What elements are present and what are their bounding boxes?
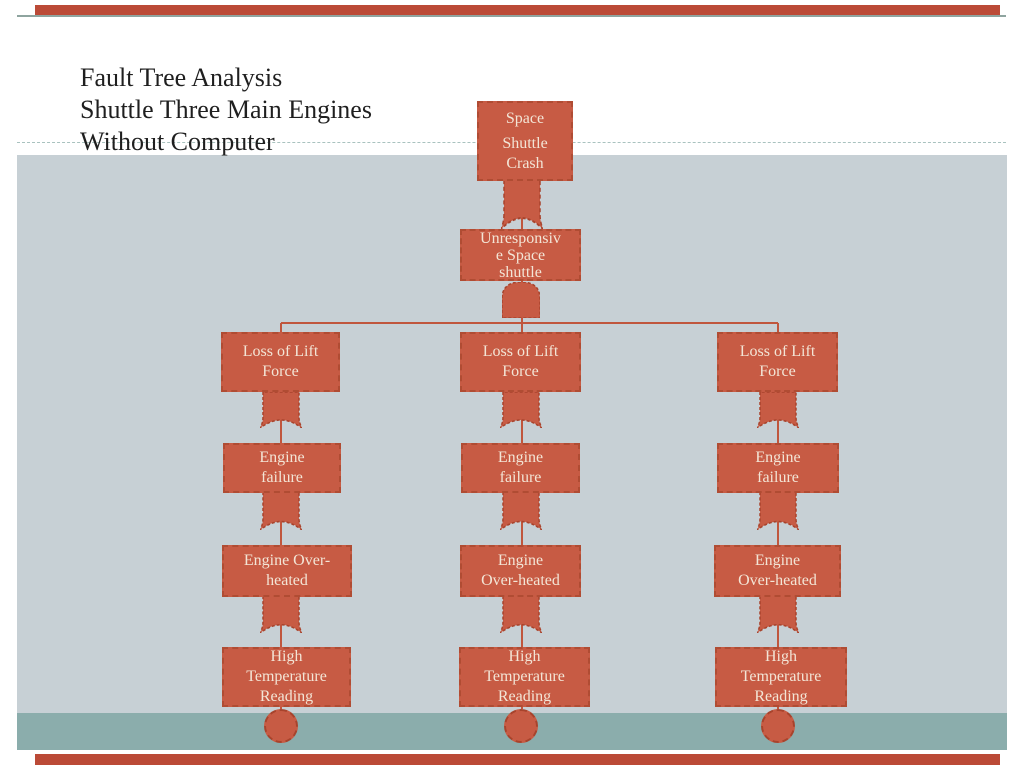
node-text-line: e Space [495, 246, 546, 264]
node-high-temperature-reading: High Temperature Reading [222, 647, 351, 707]
node-loss-of-lift-force: Loss of Lift Force [717, 332, 838, 392]
node-engine-failure: Engine failure [223, 443, 341, 493]
node-text-line: Reading [259, 688, 314, 705]
node-text-line: failure [261, 469, 303, 486]
or-gate-icon [757, 596, 799, 633]
node-text-line: failure [757, 469, 799, 486]
basic-event-circle [504, 709, 538, 743]
node-text-line: Engine [259, 449, 305, 466]
node-engine-failure: Engine failure [461, 443, 580, 493]
bottom-accent-bar [35, 754, 1000, 765]
node-text-line: Force [502, 363, 539, 380]
node-text-line: Force [262, 363, 299, 380]
node-text-line: High [765, 648, 797, 665]
node-text-line: Loss of Lift [739, 343, 816, 360]
basic-event-circle [761, 709, 795, 743]
node-text-line: High [508, 648, 541, 665]
title-line-1: Fault Tree Analysis [80, 63, 283, 92]
node-high-temperature-reading: High Temperature Reading [459, 647, 590, 707]
node-text-line: Temperature [484, 668, 565, 685]
title-line-3: Without Computer [80, 127, 275, 156]
connector-branch-bus [281, 322, 778, 324]
node-text-line: Engine Over- [243, 552, 331, 569]
node-engine-overheated: Engine Over-heated [714, 545, 841, 597]
node-text-line: Loss of Lift [242, 343, 319, 360]
or-gate-icon [757, 492, 799, 530]
or-gate-icon [500, 492, 542, 530]
and-gate-icon [502, 282, 540, 318]
slide-title: Fault Tree Analysis Shuttle Three Main E… [80, 62, 372, 158]
node-text-line: heated [266, 572, 308, 589]
basic-event-circle [264, 709, 298, 743]
node-text-line: Engine [497, 552, 544, 569]
or-gate-icon [260, 392, 302, 428]
node-unresponsive-space-shuttle: Unresponsiv e Space shuttle [460, 229, 581, 281]
node-text-line: Unresponsiv [480, 229, 561, 247]
node-text-line: Space [505, 109, 545, 127]
or-gate-icon [501, 180, 543, 229]
node-loss-of-lift-force: Loss of Lift Force [460, 332, 581, 392]
node-text-line: Engine [497, 449, 544, 466]
node-engine-overheated: Engine Over- heated [222, 545, 352, 597]
title-line-2: Shuttle Three Main Engines [80, 95, 372, 124]
node-text-line: Temperature [246, 668, 327, 685]
node-text-line: Reading [497, 688, 552, 705]
node-text-line: Temperature [740, 668, 822, 685]
or-gate-icon [500, 596, 542, 633]
or-gate-icon [260, 492, 302, 530]
node-text-line: Engine [754, 552, 801, 569]
node-space-shuttle-crash: Space Shuttle Crash [477, 101, 573, 181]
or-gate-icon [500, 392, 542, 428]
node-text-line: Shuttle [502, 134, 548, 152]
top-accent-bar [35, 5, 1000, 16]
node-text-line: failure [499, 469, 542, 486]
node-loss-of-lift-force: Loss of Lift Force [221, 332, 340, 392]
node-high-temperature-reading: High Temperature Reading [715, 647, 847, 707]
or-gate-icon [757, 392, 799, 428]
node-text-line: Over-heated [738, 572, 817, 589]
node-text-line: High [270, 648, 303, 665]
node-text-line: shuttle [499, 263, 542, 281]
header-rule-line [17, 15, 1006, 17]
node-text-line: Reading [754, 688, 808, 705]
node-engine-failure: Engine failure [717, 443, 839, 493]
node-text-line: Crash [506, 154, 544, 172]
node-engine-overheated: Engine Over-heated [460, 545, 581, 597]
node-text-line: Loss of Lift [482, 343, 559, 360]
node-text-line: Force [759, 363, 796, 380]
node-text-line: Engine [755, 449, 801, 466]
or-gate-icon [260, 596, 302, 633]
node-text-line: Over-heated [481, 572, 560, 589]
